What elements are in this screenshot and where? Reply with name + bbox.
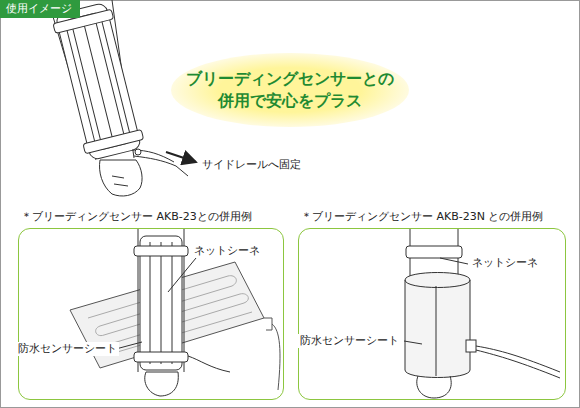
panel-caption: ＊ブリーディングセンサー AKB-23との併用例 xyxy=(21,210,252,224)
fixing-note: サイドレールへ固定 xyxy=(200,158,303,172)
callout-text: ブリーディングセンサーとの併用で安心をプラス xyxy=(183,68,397,112)
part-name: 防水センサーシート xyxy=(298,334,401,348)
ellipse-shape xyxy=(170,52,410,128)
tab-text: 使用イメージ xyxy=(6,2,72,16)
part-name: 防水センサーシート xyxy=(16,342,119,356)
callout-ellipse: ブリーディングセンサーとの併用で安心をプラス xyxy=(170,52,410,128)
part-name: ネットシーネ xyxy=(470,256,540,270)
panel-caption: ＊ブリーディングセンサー AKB-23N との併用例 xyxy=(301,210,543,224)
example-panel: ＊ブリーディングセンサー AKB-23N との併用例 xyxy=(298,228,566,400)
part-name: ネットシーネ xyxy=(192,244,262,258)
tab-box: 使用イメージ xyxy=(0,0,80,18)
